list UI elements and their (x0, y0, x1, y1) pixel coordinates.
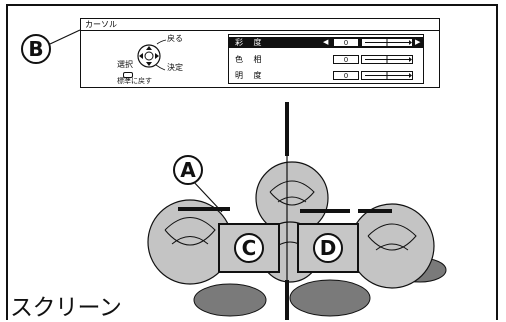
adj-row-brightness[interactable]: 明 度 0 (229, 70, 423, 81)
adj-row-label: 明 度 (235, 71, 266, 80)
callout-b: B (21, 34, 51, 64)
reset-button-icon (123, 72, 133, 78)
adjustment-table: 彩 度 ◀ 0 ▶ 色 相 0 明 度 0 (228, 34, 424, 84)
arrow-right-icon: ▶ (415, 38, 421, 46)
callout-d: D (313, 233, 343, 263)
cursor-box-c: C (218, 223, 280, 273)
nav-reset-label: 標準に戻す (117, 77, 152, 85)
nav-enter-label: 決定 (167, 63, 183, 72)
adj-row-value: 0 (333, 55, 359, 64)
arrow-left-icon: ◀ (323, 38, 329, 46)
adj-row-label: 色 相 (235, 55, 266, 64)
adj-row-saturation[interactable]: 彩 度 ◀ 0 ▶ (229, 37, 423, 48)
adj-slider[interactable] (361, 55, 413, 64)
adj-row-value: 0 (333, 38, 359, 47)
nav-select-label: 選択 (117, 60, 133, 69)
adj-row-value: 0 (333, 71, 359, 80)
nav-pad-icon (137, 39, 167, 71)
callout-c: C (234, 233, 264, 263)
adj-slider[interactable] (361, 38, 413, 47)
projection-screen-frame (6, 4, 498, 320)
adj-slider[interactable] (361, 71, 413, 80)
cursor-box-d: D (297, 223, 359, 273)
callout-a: A (173, 155, 203, 185)
screen-label: スクリーン (10, 295, 122, 321)
adj-row-label: 彩 度 (235, 38, 266, 47)
menu-title: カーソル (81, 19, 439, 31)
adj-row-hue[interactable]: 色 相 0 (229, 54, 423, 65)
nav-back-label: 戻る (167, 34, 183, 43)
